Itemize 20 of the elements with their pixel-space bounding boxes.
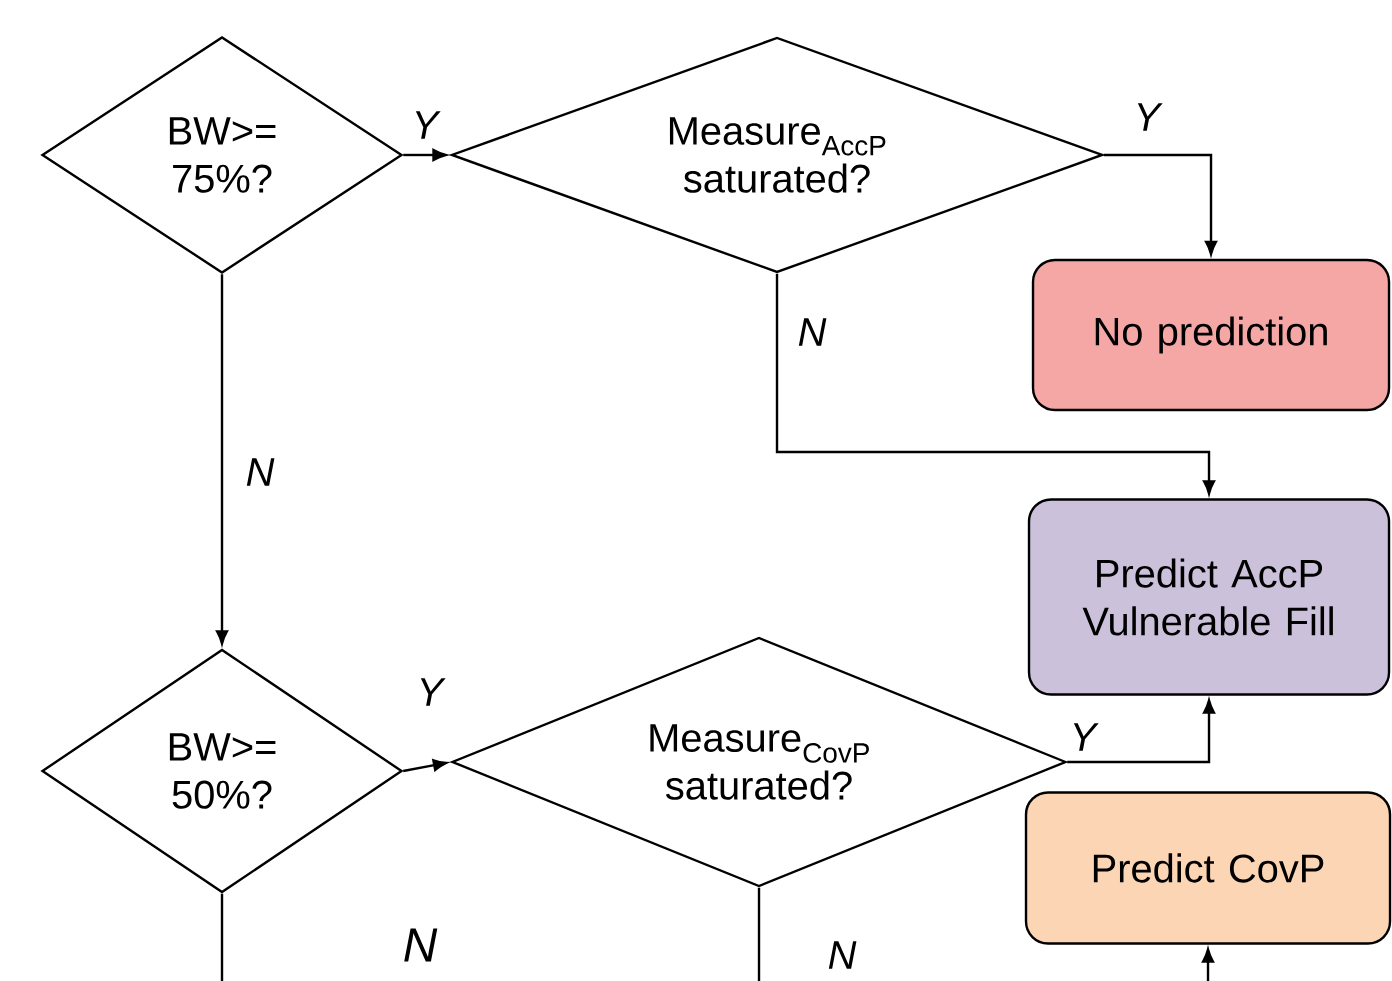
edge-label: Y: [415, 677, 446, 707]
process-box: No prediction: [1031, 258, 1391, 412]
arrow: [775, 273, 1216, 495]
process-box: Predict AccP Vulnerable Fill: [1027, 498, 1391, 696]
arrow: [1201, 948, 1215, 981]
edge-label: N: [244, 457, 276, 487]
arrow: [1067, 699, 1216, 764]
process-box: Predict CovP: [1024, 791, 1392, 945]
arrow: [403, 759, 448, 773]
edge-label: N: [826, 940, 858, 970]
arrow: [1103, 153, 1218, 256]
connector-line: [220, 893, 224, 981]
connector-line: [757, 887, 761, 981]
arrow: [403, 148, 447, 162]
edge-label: Y: [410, 110, 441, 140]
edge-label: N: [796, 317, 828, 347]
edge-label: N: [401, 927, 439, 963]
edge-label: Y: [1132, 102, 1163, 132]
arrow: [215, 274, 229, 645]
edge-label: Y: [1068, 722, 1099, 752]
